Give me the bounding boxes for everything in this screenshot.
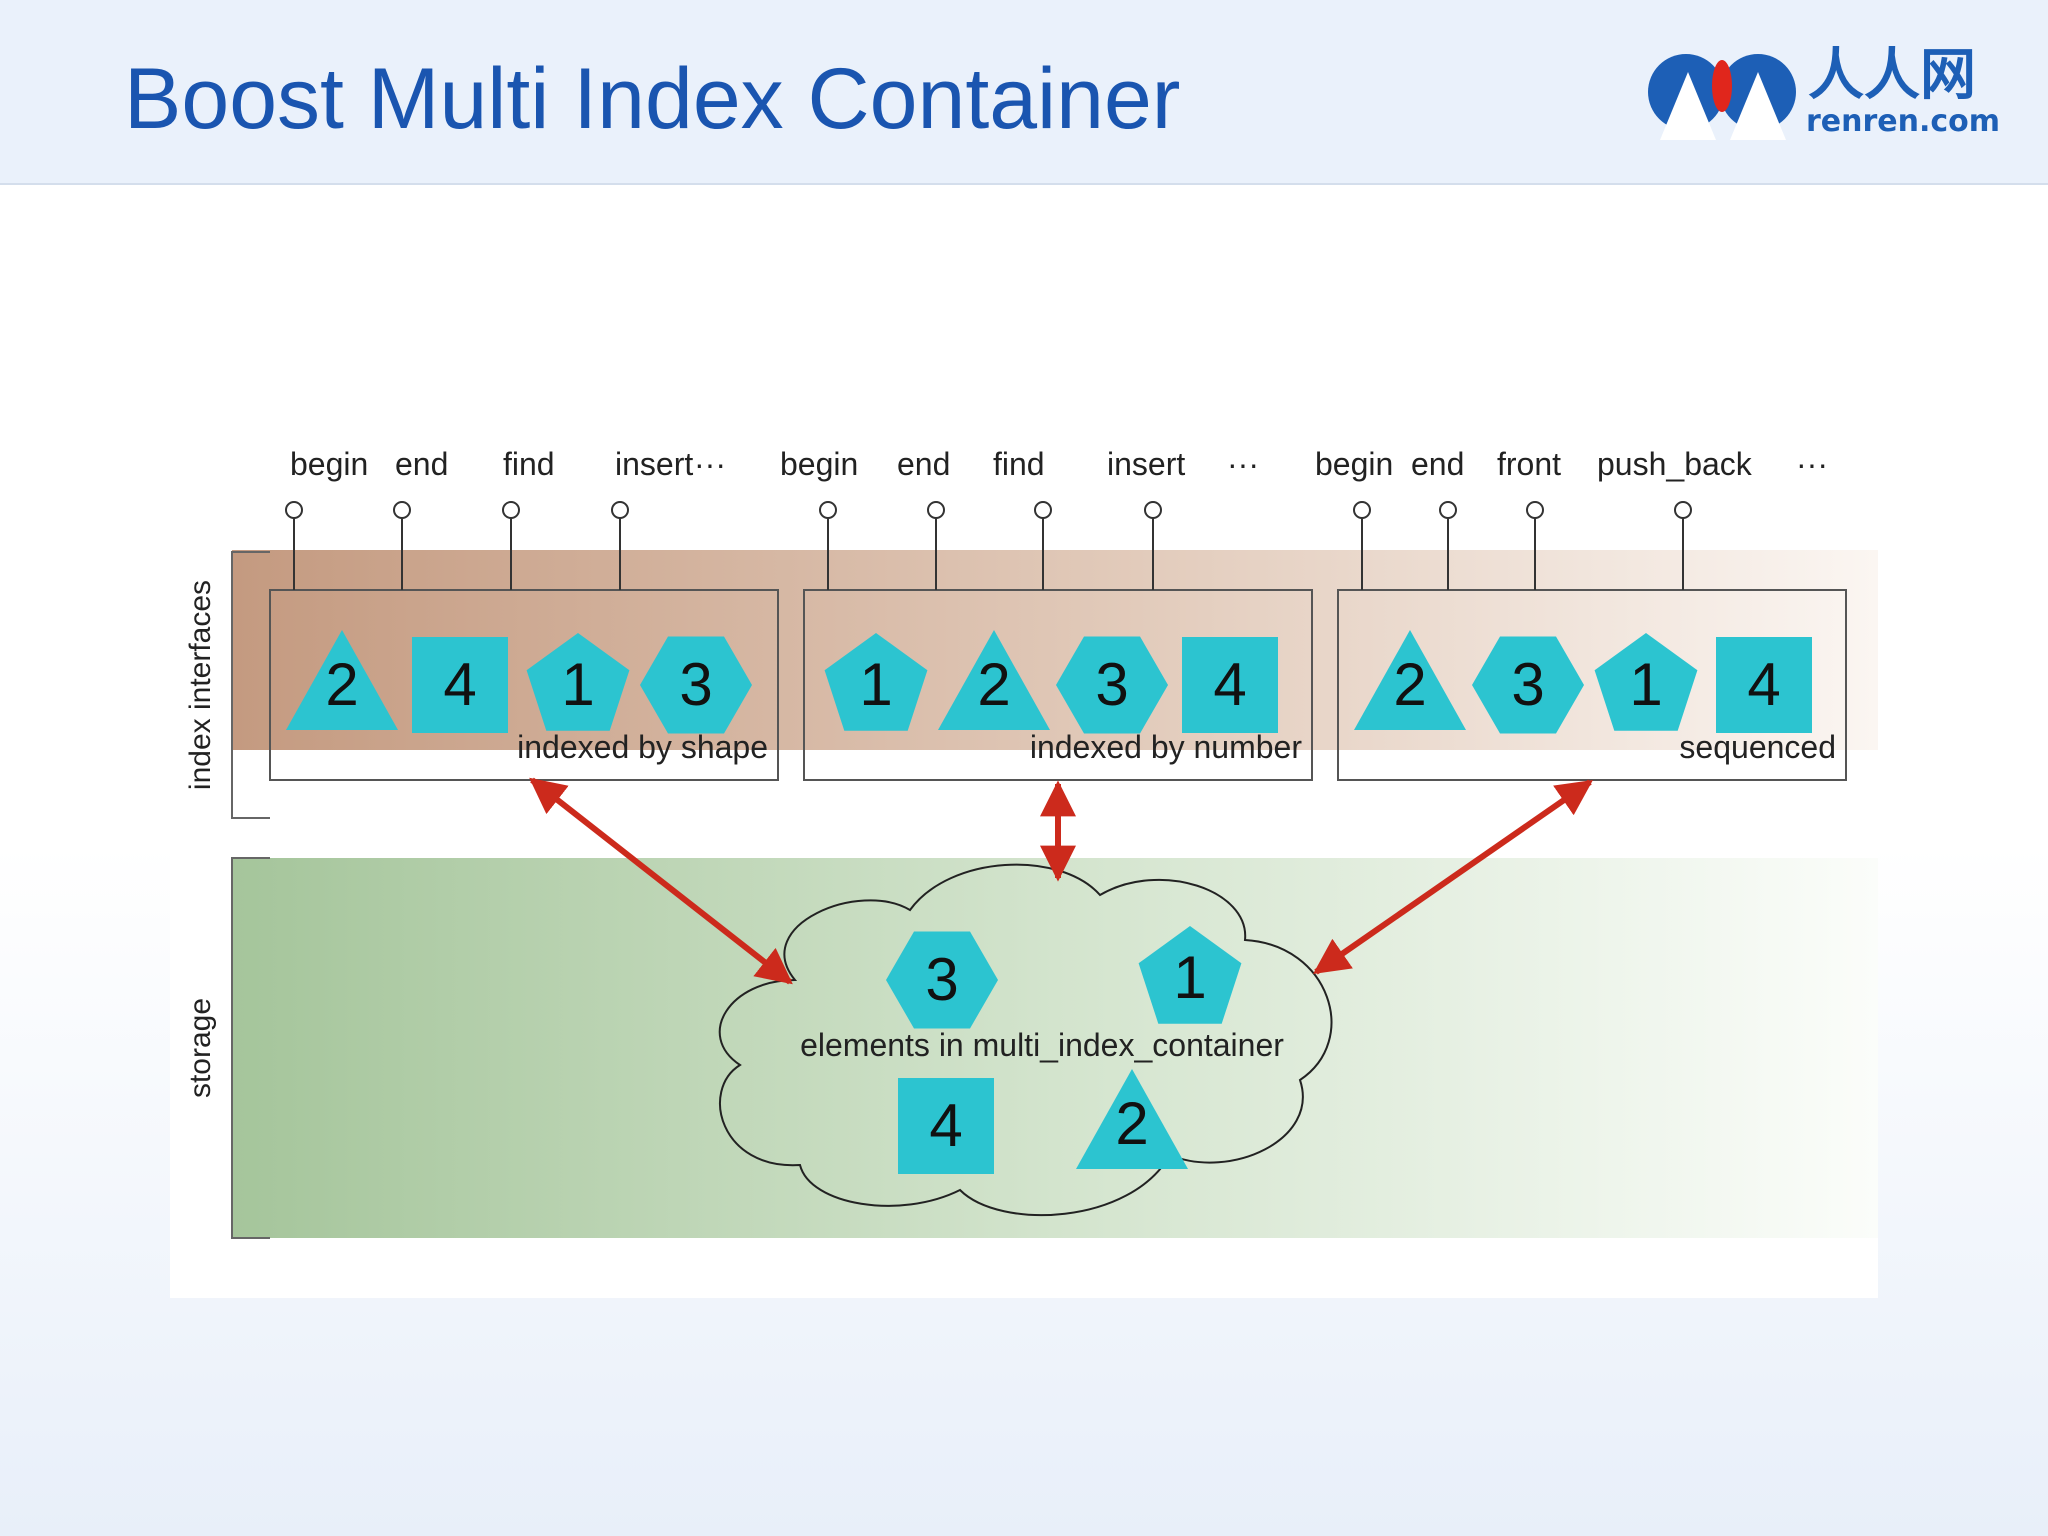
index-1-element-hexagon-shape [640,636,752,734]
index-1-label: indexed by shape [517,729,768,765]
logo-chinese-text: 人人网 [1808,43,1976,108]
index-2-element-hexagon-shape [1056,636,1168,734]
interface-port-icon [1353,501,1371,519]
index-3-label: sequenced [1679,729,1836,765]
method-find: find [993,446,1045,482]
index-1-element-triangle-shape [286,630,398,730]
interfaces-bracket [231,551,270,819]
index-2-element-number: 1 [859,651,892,718]
diagram-canvas: index interfaces storage begin end find ins… [184,446,1878,1239]
index-3-element-pentagon-shape [1594,633,1698,731]
method-begin: begin [290,446,368,482]
storage-element-triangle-shape [1076,1069,1188,1169]
index-2-element-square-shape [1182,637,1278,733]
index-1-element-number: 4 [443,651,476,718]
method-end: end [1411,446,1464,482]
method-end: end [395,446,448,482]
index-2-element-number: 3 [1095,651,1128,718]
index-2-label: indexed by number [1030,729,1303,765]
index-2-element-number: 4 [1213,651,1246,718]
index-3-element-triangle-shape [1354,630,1466,730]
index-1-panel: begin end find insert··· 2 4 1 3 indexed by shap… [269,446,779,781]
index-1-element-number: 3 [679,651,712,718]
storage-element-number: 4 [929,1092,962,1159]
storage-caption: elements in multi_index_container [800,1027,1284,1063]
index-2-panel: begin end find insert ··· 1 2 3 4 indexed by numb… [780,446,1313,781]
interface-port-icon [502,501,520,519]
method-end: end [897,446,950,482]
interface-port-icon [1144,501,1162,519]
index-2-element-number: 2 [977,651,1010,718]
interface-port-icon [285,501,303,519]
index-2-element-pentagon-shape [824,633,928,731]
method-insert: insert [615,446,693,482]
index-3-element-number: 2 [1393,651,1426,718]
interface-port-icon [819,501,837,519]
multi-index-diagram: index interfaces storage begin end find ins… [170,420,1878,1298]
interface-port-icon [393,501,411,519]
method-push_back: push_back [1597,446,1753,482]
shape-index-link-arrow [529,777,793,985]
storage-cloud [718,863,1333,1217]
index-3-panel: begin end front push_back ··· 2 3 1 4 sequenced [1315,446,1847,781]
interface-port-icon [1526,501,1544,519]
interface-port-icon [927,501,945,519]
more-methods-ellipsis: ··· [1227,446,1259,482]
index-2-box [803,589,1313,781]
storage-band [232,858,1878,1238]
interface-port-icon [1674,501,1692,519]
method-insert: insert [1107,446,1185,482]
index-1-box [269,589,779,781]
method-begin: begin [780,446,858,482]
interface-port-icon [1034,501,1052,519]
index-1-element-square-shape [412,637,508,733]
index-1-element-pentagon-shape [526,633,630,731]
storage-element-hexagon-shape [886,931,998,1029]
index-2-element-triangle-shape [938,630,1050,730]
storage-element-number: 1 [1173,944,1206,1011]
more-methods-ellipsis: ··· [694,446,726,482]
index-3-element-number: 4 [1747,651,1780,718]
logo-domain-text: renren.com [1806,104,2001,139]
slide-header: Boost Multi Index Container 人人网 renren.c… [0,0,2048,185]
storage-element-square-shape [898,1078,994,1174]
renren-logo-icon [1648,54,1796,140]
index-1-element-number: 2 [325,651,358,718]
sequenced-index-link-arrow [1313,779,1593,975]
storage-element-pentagon-shape [1138,926,1242,1024]
renren-logo: 人人网 renren.com [1640,42,2010,152]
method-front: front [1497,446,1561,482]
interface-port-icon [1439,501,1457,519]
index-interfaces-label: index interfaces [184,580,217,790]
storage-element-number: 3 [925,946,958,1013]
index-1-element-number: 1 [561,651,594,718]
index-3-element-square-shape [1716,637,1812,733]
more-methods-ellipsis: ··· [1796,446,1828,482]
method-find: find [503,446,555,482]
storage-element-number: 2 [1115,1090,1148,1157]
method-begin: begin [1315,446,1393,482]
index-3-element-number: 3 [1511,651,1544,718]
storage-label: storage [184,998,217,1098]
interface-port-icon [611,501,629,519]
index-3-element-number: 1 [1629,651,1662,718]
slide-title: Boost Multi Index Container [124,51,1181,147]
index-3-element-hexagon-shape [1472,636,1584,734]
storage-bracket [231,857,270,1239]
